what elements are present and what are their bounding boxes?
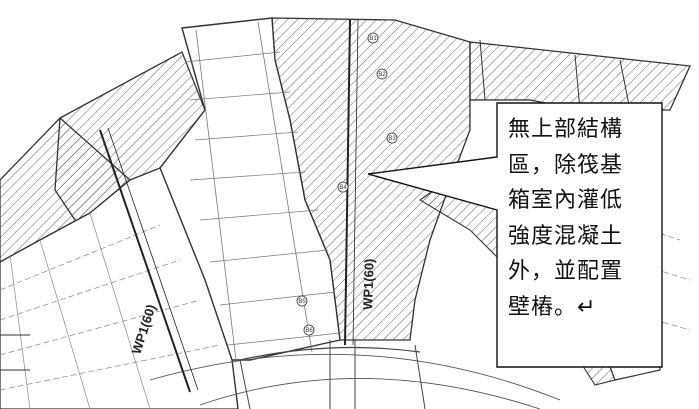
- pile-tag-b4: B4: [337, 181, 349, 193]
- pile-tags: B1 B2 B3 B4 B5 B6: [296, 32, 398, 336]
- bottom-arcs: [149, 340, 561, 409]
- wall-lines: [99, 19, 359, 393]
- callout-line: 無上部結構: [508, 117, 624, 142]
- callout-line: 強度混凝土: [508, 223, 624, 249]
- svg-text:B4: B4: [339, 185, 347, 191]
- callout-text: 無上部結構 區，除筏基 箱室內灌低 強度混凝土 外，並配置 壁樁。↵: [508, 112, 648, 325]
- pile-tag-b1: B1: [367, 32, 379, 44]
- callout-line: 外，並配置: [508, 259, 624, 284]
- pile-tag-b6: B6: [303, 324, 315, 336]
- pile-tag-b2: B2: [376, 68, 388, 80]
- svg-text:B1: B1: [369, 36, 377, 42]
- svg-text:B5: B5: [298, 299, 306, 305]
- pile-tag-b5: B5: [296, 295, 308, 307]
- callout-line: 區，除筏基: [508, 152, 624, 178]
- wall-label-right: WP1(60): [360, 258, 377, 310]
- left-panel: [0, 167, 239, 409]
- callout-line: 壁樁。↵: [508, 294, 597, 320]
- pile-tag-b3: B3: [386, 132, 398, 144]
- svg-text:B2: B2: [378, 72, 386, 78]
- svg-text:B6: B6: [305, 328, 313, 334]
- svg-text:B3: B3: [388, 136, 396, 142]
- callout-line: 箱室內灌低: [508, 188, 624, 213]
- callout-box: [367, 102, 663, 368]
